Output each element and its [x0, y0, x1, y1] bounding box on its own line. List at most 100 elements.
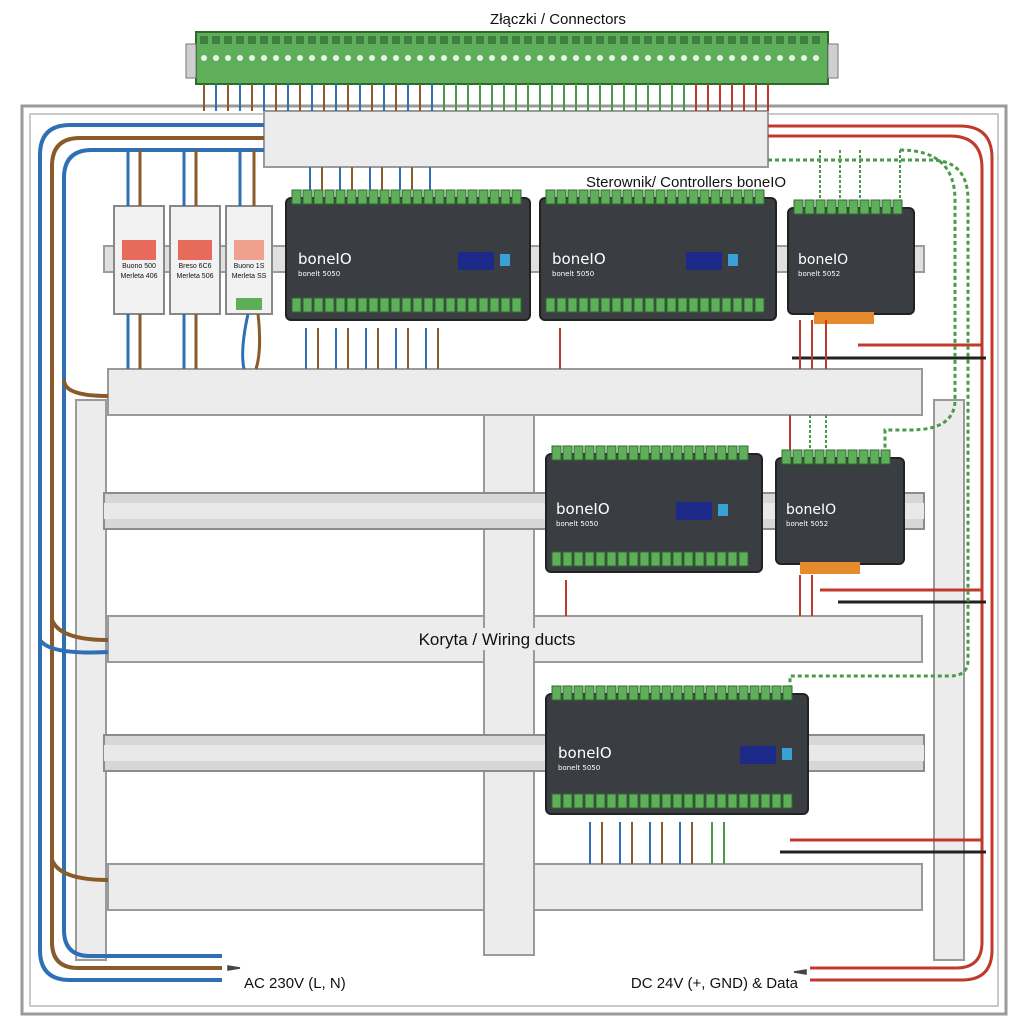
terminal-block — [716, 445, 727, 461]
terminal-block — [749, 685, 760, 701]
connector-screw — [333, 55, 339, 61]
terminal-block — [661, 445, 672, 461]
terminal-block — [705, 793, 716, 809]
connector-screw — [753, 55, 759, 61]
connector-terminal — [284, 36, 292, 44]
terminal-block — [423, 297, 434, 313]
connector-terminal — [812, 36, 820, 44]
connector-terminal — [296, 36, 304, 44]
terminal-block — [672, 551, 683, 567]
connector-terminal — [308, 36, 316, 44]
connector-terminal — [212, 36, 220, 44]
connector-screw — [801, 55, 807, 61]
connector-terminal — [536, 36, 544, 44]
wiring-ducts — [75, 110, 965, 961]
terminal-block — [688, 297, 699, 313]
terminal-block — [782, 685, 793, 701]
connector-terminal — [704, 36, 712, 44]
breaker-1: Buono 500 Merleta 406 — [113, 205, 165, 315]
breaker-3-line2: Merleta SS — [232, 273, 267, 280]
terminal-block — [639, 793, 650, 809]
connector-terminal — [332, 36, 340, 44]
terminal-block — [716, 793, 727, 809]
terminal-block — [500, 189, 511, 205]
terminal-block — [390, 189, 401, 205]
terminal-block — [357, 189, 368, 205]
terminal-block — [617, 685, 628, 701]
terminal-block — [584, 685, 595, 701]
connector-screw — [441, 55, 447, 61]
connector-screw — [573, 55, 579, 61]
terminal-block — [738, 793, 749, 809]
terminal-block — [401, 189, 412, 205]
connector-terminal — [632, 36, 640, 44]
breaker-1-line1: Buono 500 — [122, 263, 156, 270]
controller-module-2: boneIO bonelt 5050 — [539, 189, 777, 321]
terminal-block-row — [793, 199, 903, 215]
terminal-block — [595, 685, 606, 701]
terminal-block — [390, 297, 401, 313]
terminal-block — [573, 685, 584, 701]
terminal-block — [782, 793, 793, 809]
connector-screw — [465, 55, 471, 61]
terminal-block — [732, 297, 743, 313]
terminal-block — [760, 685, 771, 701]
terminal-block — [760, 793, 771, 809]
module-1-brand: boneIO — [298, 250, 352, 268]
connector-terminal — [344, 36, 352, 44]
duct-top — [263, 110, 769, 168]
connector-terminal — [488, 36, 496, 44]
connector-terminal — [320, 36, 328, 44]
terminal-block — [467, 189, 478, 205]
terminal-block — [489, 189, 500, 205]
connector-terminal — [368, 36, 376, 44]
controllers-label: Sterownik/ Controllers boneIO — [586, 174, 786, 191]
terminal-block — [727, 685, 738, 701]
terminal-block — [672, 793, 683, 809]
connector-screw — [645, 55, 651, 61]
terminal-block — [511, 297, 522, 313]
controller-module-6: boneIO bonelt 5050 — [545, 685, 809, 815]
connector-screw — [381, 55, 387, 61]
terminal-block — [710, 189, 721, 205]
terminal-block — [379, 189, 390, 205]
terminal-block — [716, 551, 727, 567]
terminal-block — [611, 189, 622, 205]
connector-terminal — [800, 36, 808, 44]
connector-terminal — [392, 36, 400, 44]
terminal-block — [578, 297, 589, 313]
terminal-block — [771, 685, 782, 701]
terminal-block — [699, 297, 710, 313]
connector-screw — [237, 55, 243, 61]
terminal-block — [683, 445, 694, 461]
connector-terminal — [716, 36, 724, 44]
dc-label: DC 24V (+, GND) & Data — [631, 975, 799, 992]
terminal-block — [655, 189, 666, 205]
breaker-3: Buono 1S Merleta SS — [225, 205, 273, 315]
connector-screw — [597, 55, 603, 61]
terminal-block — [771, 793, 782, 809]
connector-screw — [561, 55, 567, 61]
terminal-block — [705, 445, 716, 461]
terminal-block — [754, 189, 765, 205]
module-2-sub: bonelt 5050 — [552, 270, 594, 278]
terminal-block — [357, 297, 368, 313]
terminal-block — [639, 685, 650, 701]
terminal-block — [456, 189, 467, 205]
terminal-block — [859, 199, 870, 215]
connector-terminal — [416, 36, 424, 44]
connector-strip — [185, 31, 839, 111]
terminal-block — [650, 793, 661, 809]
connector-screw — [585, 55, 591, 61]
dc-plus-cable-2 — [768, 134, 984, 970]
breaker-wires — [126, 150, 262, 370]
terminal-block — [551, 445, 562, 461]
terminal-block — [644, 297, 655, 313]
terminal-block — [727, 445, 738, 461]
connector-screw — [669, 55, 675, 61]
ac-branch-1 — [62, 379, 109, 398]
connector-screw — [489, 55, 495, 61]
terminal-block — [644, 189, 655, 205]
terminal-block — [661, 551, 672, 567]
connector-terminal — [692, 36, 700, 44]
